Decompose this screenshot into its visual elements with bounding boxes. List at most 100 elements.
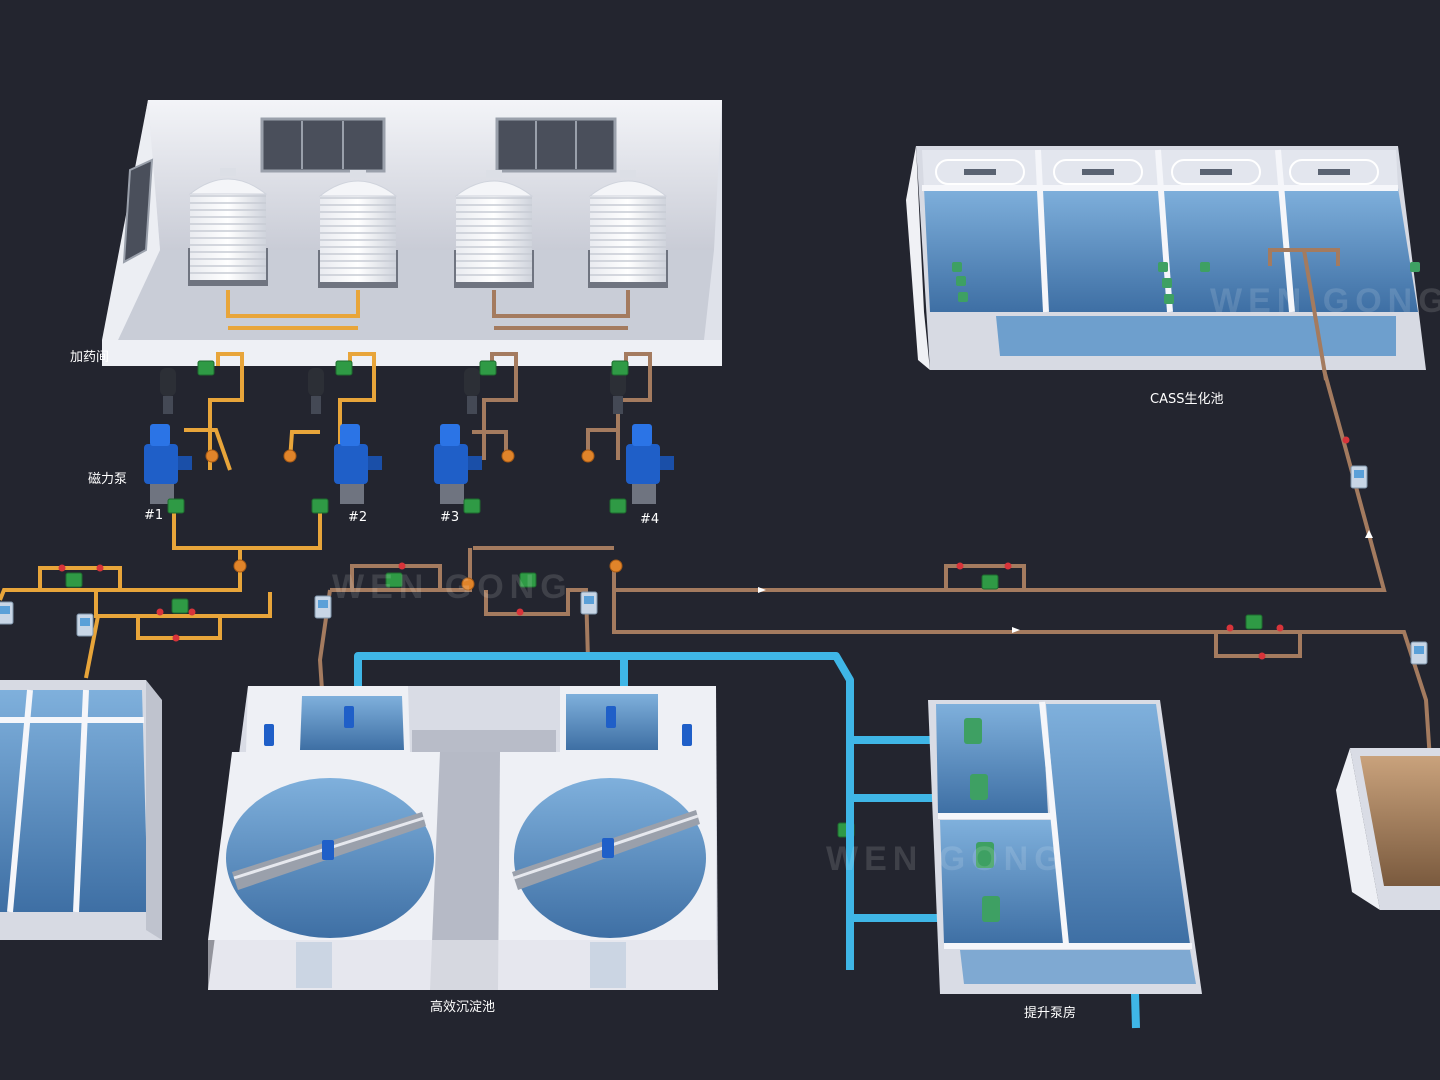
damper-body — [160, 368, 176, 396]
check-valve — [501, 449, 515, 463]
control-valve — [519, 572, 537, 588]
control-valve — [171, 598, 189, 614]
damper-body — [308, 368, 324, 396]
cass-aerator-pipe — [1200, 169, 1232, 175]
pump-motor — [632, 424, 652, 446]
tank-dome — [318, 180, 398, 197]
pump-head — [468, 456, 482, 470]
valve-handle — [956, 562, 964, 570]
control-valve — [611, 360, 629, 376]
valve-handle — [172, 634, 180, 642]
flow-meter-screen — [318, 600, 328, 608]
cass-mixers — [952, 262, 1420, 304]
valve-handle — [1342, 436, 1350, 444]
pump-motor — [440, 424, 460, 446]
yellow-pipe-network — [0, 510, 322, 679]
valve-handle — [398, 562, 406, 570]
label-dosing-room: 加药间 — [70, 350, 110, 365]
dosing-feed-lines — [184, 352, 652, 471]
dosing-room-window — [260, 117, 386, 173]
flow-meter-screen — [0, 606, 10, 614]
left-treatment-tank — [0, 680, 162, 940]
tank-body — [590, 196, 666, 282]
dosing-storage-tank — [188, 168, 268, 286]
magnetic-pump — [434, 424, 482, 504]
tank-dome — [188, 178, 268, 195]
tank-hatch — [350, 170, 366, 178]
cass-aerator — [1171, 159, 1261, 185]
flow-meter — [0, 601, 14, 625]
flow-meter — [1350, 465, 1368, 489]
damper-stem — [311, 396, 321, 414]
brown-pipe-network — [473, 369, 1432, 761]
flow-meter — [580, 591, 598, 615]
valve-handle — [1258, 652, 1266, 660]
control-valve — [65, 572, 83, 588]
cass-aerator-pipe — [964, 169, 996, 175]
label-cass-tank: CASS生化池 — [1150, 392, 1224, 407]
valve-handle — [188, 608, 196, 616]
tank-body — [190, 194, 266, 280]
valve-handle — [96, 564, 104, 572]
dosing-room-side-window — [122, 158, 154, 264]
pump-body — [144, 444, 178, 484]
control-valve — [197, 360, 215, 376]
dosing-room — [102, 100, 722, 366]
pump-head — [178, 456, 192, 470]
check-valve — [205, 449, 219, 463]
check-valve — [461, 577, 475, 591]
tank-dome — [454, 180, 534, 197]
control-valve — [167, 498, 185, 514]
valve-handle — [1004, 562, 1012, 570]
flow-meter — [314, 595, 332, 619]
tank-hatch — [220, 168, 236, 176]
watermark: WEN GONG — [1210, 282, 1440, 320]
pump-body — [434, 444, 468, 484]
cass-aerator — [1053, 159, 1143, 185]
cass-aerator-pipe — [1082, 169, 1114, 175]
valve-handle — [156, 608, 164, 616]
cass-tank — [906, 146, 1426, 381]
check-valve — [233, 559, 247, 573]
pump-head — [660, 456, 674, 470]
flow-meter-screen — [1354, 470, 1364, 478]
dosing-storage-tank — [318, 170, 398, 288]
flow-meter-screen — [584, 596, 594, 604]
cass-aerator-pipe — [1318, 169, 1350, 175]
tank-hatch — [620, 170, 636, 178]
magnetic-pump — [334, 424, 382, 504]
pulsation-damper — [308, 368, 324, 414]
cass-aerator — [935, 159, 1025, 185]
flow-direction-arrows — [758, 530, 1373, 633]
pulsation-damper — [160, 368, 176, 414]
magnetic-pump — [626, 424, 674, 504]
sludge-tank — [1336, 748, 1440, 910]
valve-handle — [1276, 624, 1284, 632]
pump-body — [334, 444, 368, 484]
damper-stem — [467, 396, 477, 414]
valve-handle — [58, 564, 66, 572]
pulsation-damper — [464, 368, 480, 414]
control-valve — [1245, 614, 1263, 630]
watermark: WEN GONG — [826, 840, 1067, 878]
control-valve — [609, 498, 627, 514]
check-valve — [283, 449, 297, 463]
check-valve — [609, 559, 623, 573]
label-pump-1: #1 — [144, 508, 164, 523]
control-valve — [311, 498, 329, 514]
high-efficiency-settler — [208, 686, 718, 990]
dosing-storage-tank — [588, 170, 668, 288]
damper-stem — [613, 396, 623, 414]
tank-hatch — [486, 170, 502, 178]
label-pump-2: #2 — [348, 510, 368, 525]
damper-body — [464, 368, 480, 396]
control-valve — [463, 498, 481, 514]
flow-meter-screen — [1414, 646, 1424, 654]
pump-motor — [150, 424, 170, 446]
tank-body — [456, 196, 532, 282]
dosing-storage-tank — [454, 170, 534, 288]
control-valve — [335, 360, 353, 376]
lift-pump-house — [928, 700, 1202, 994]
label-pump-4: #4 — [640, 512, 660, 527]
magnetic-pump — [144, 424, 192, 504]
